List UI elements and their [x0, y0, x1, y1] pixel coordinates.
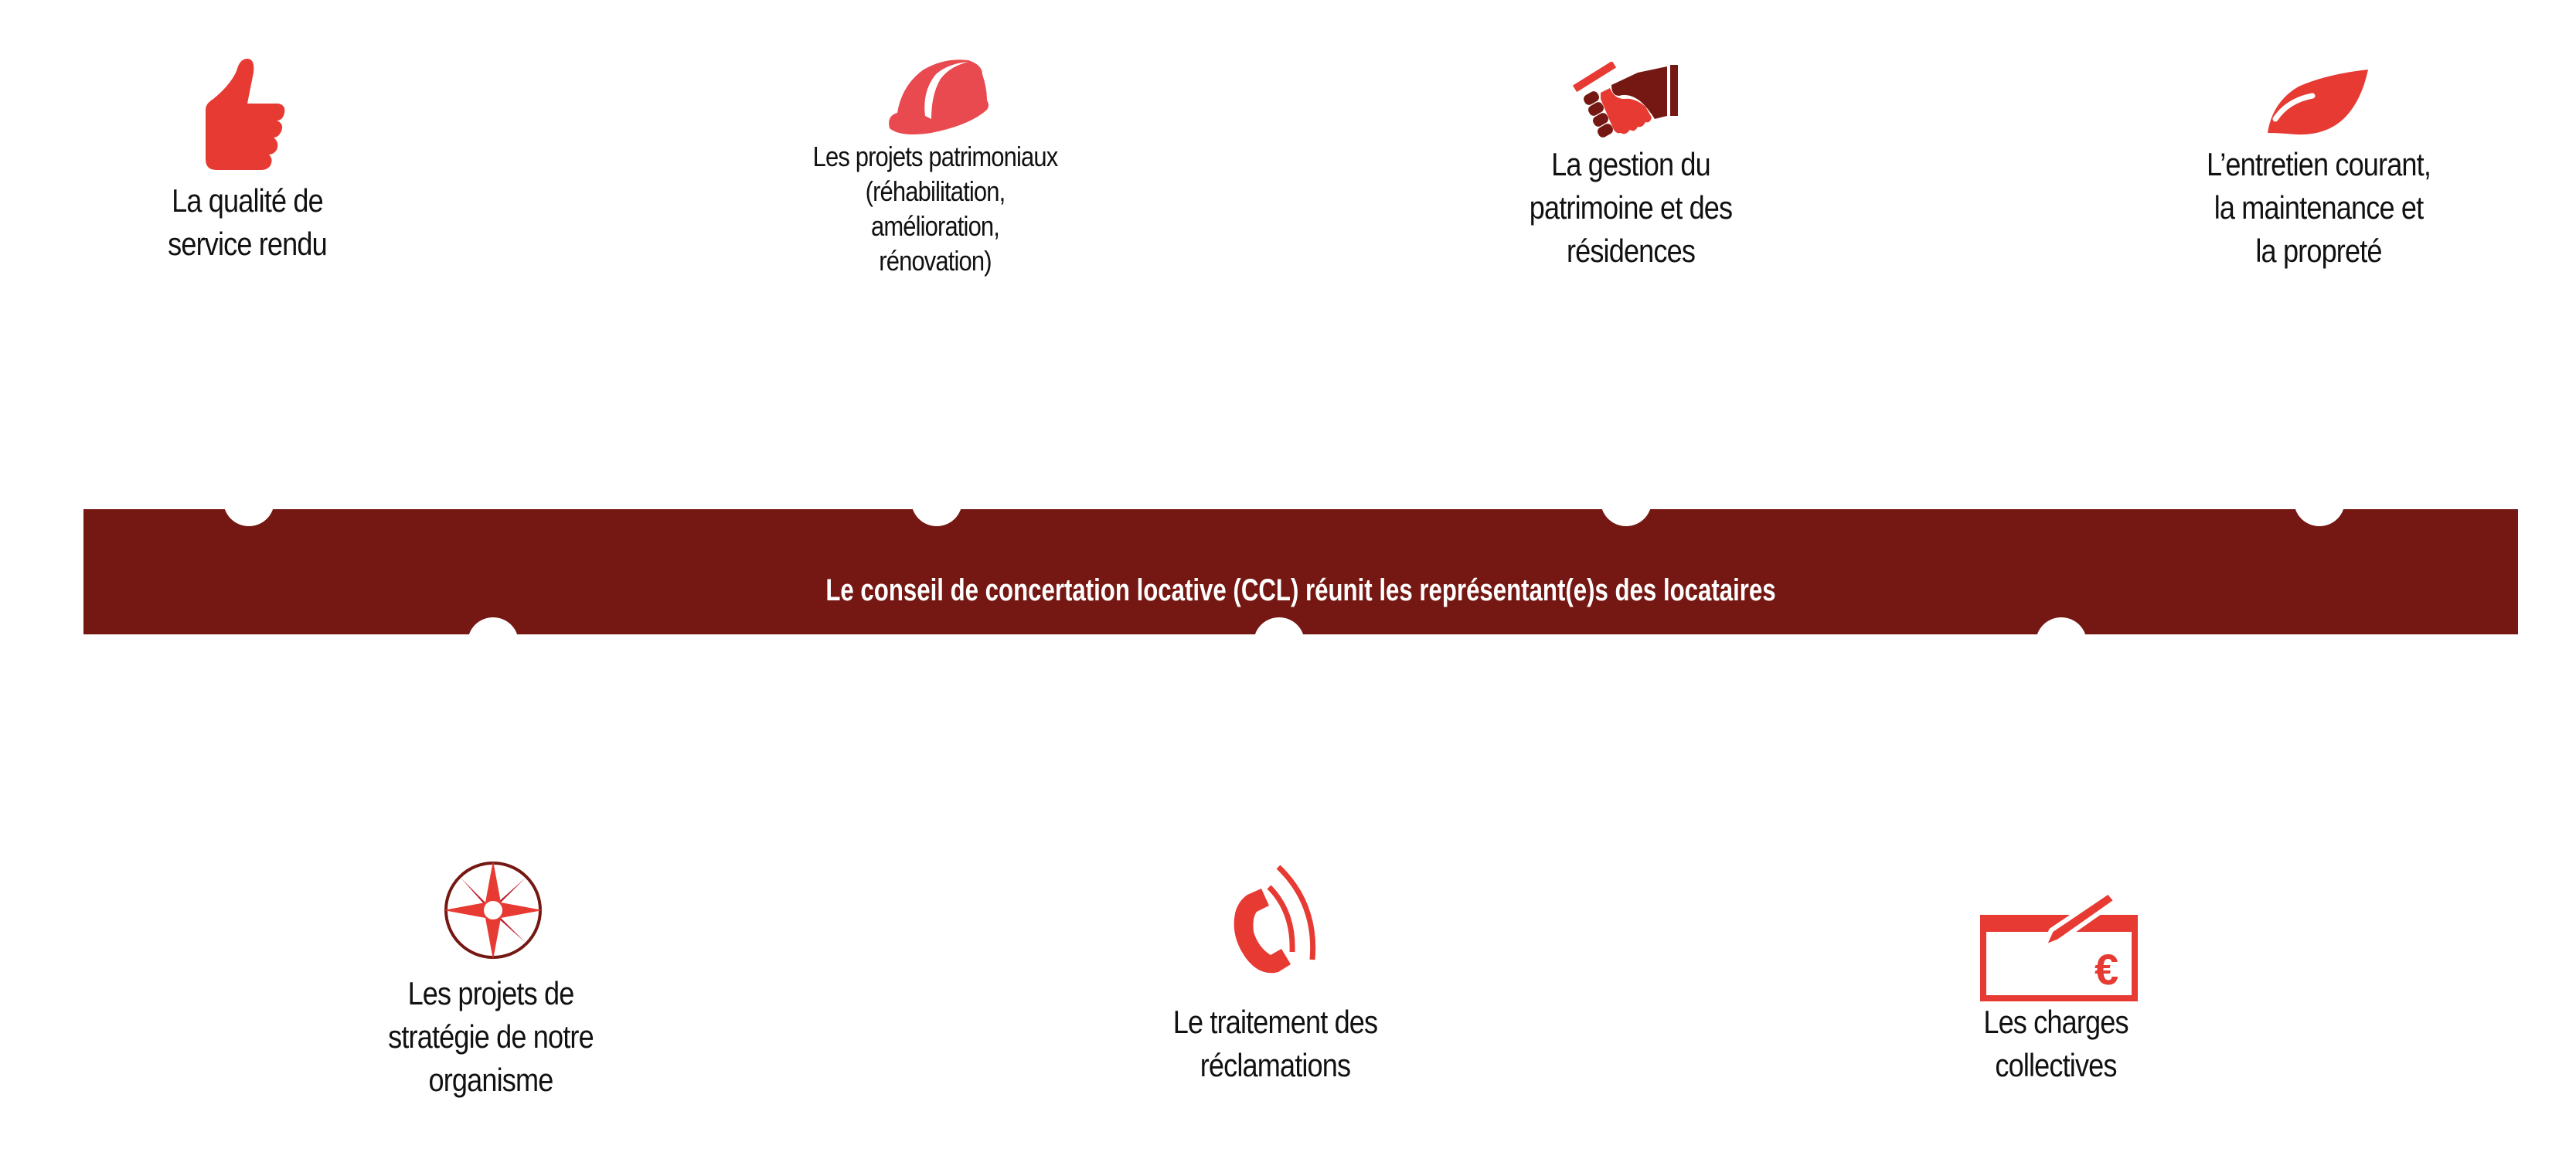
topic-label: Le traitement des réclamations — [1172, 1004, 1378, 1083]
connector-notch-bottom — [468, 617, 519, 668]
topic-label: Les projets de stratégie de notre organi… — [388, 975, 594, 1098]
cheque-euro-icon: € — [1980, 889, 2138, 1001]
ccl-banner-line-1: Le conseil de concertation locative (CCL… — [825, 573, 1776, 607]
topic-label: La qualité de service rendu — [168, 182, 328, 262]
ccl-banner-line-2: et les responsables de la société sur di… — [994, 660, 1608, 694]
connector-notch-bottom — [2036, 617, 2087, 668]
topic-label: Les projets patrimoniaux (réhabilitation… — [812, 141, 1059, 277]
phone-ringing-icon — [1234, 865, 1316, 974]
connector-notch-top — [911, 475, 962, 526]
topic-label: L’entretien courant, la maintenance et l… — [2206, 146, 2431, 269]
hard-hat-icon — [889, 59, 989, 134]
topic-complaints: Le traitement des réclamations — [1144, 1001, 1407, 1087]
connector-notch-top — [1601, 475, 1652, 526]
topic-service-quality: La qualité de service rendu — [116, 179, 379, 266]
connector-notch-top — [2294, 475, 2345, 526]
topic-property-management: La gestion du patrimoine et des résidenc… — [1492, 143, 1770, 273]
ccl-banner-text: Le conseil de concertation locative (CCL… — [352, 525, 2251, 742]
euro-symbol: € — [2094, 945, 2118, 994]
topic-maintenance: L’entretien courant, la maintenance et l… — [2172, 143, 2465, 273]
topic-heritage-projects: Les projets patrimoniaux (réhabilitation… — [765, 139, 1105, 278]
topic-collective-charges: Les charges collectives — [1932, 1001, 2180, 1087]
connector-notch-bottom — [1254, 617, 1305, 668]
handshake-icon — [1573, 62, 1678, 138]
topic-label: La gestion du patrimoine et des résidenc… — [1529, 146, 1733, 269]
ccl-banner — [83, 475, 2518, 668]
topic-label: Les charges collectives — [1983, 1004, 2129, 1083]
thumbs-up-icon — [206, 59, 285, 170]
topic-strategy-projects: Les projets de stratégie de notre organi… — [352, 972, 630, 1102]
leaf-icon — [2268, 70, 2368, 135]
connector-notch-top — [223, 475, 274, 526]
compass-rose-icon — [444, 861, 543, 960]
